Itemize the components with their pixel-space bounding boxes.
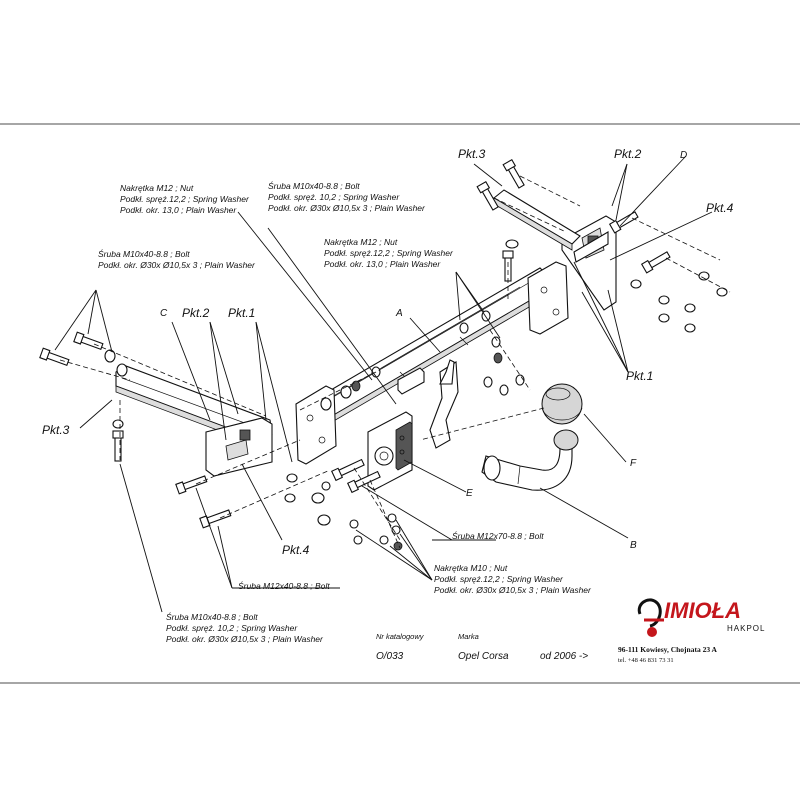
callout-line: Podkł. okr. Ø30x Ø10,5x 3 ; Plain Washer <box>434 585 592 595</box>
pkt3-left-label: Pkt.3 <box>42 423 70 437</box>
pkt4-right-label: Pkt.4 <box>706 201 734 215</box>
pkt1-right-label: Pkt.1 <box>626 369 653 383</box>
crossbar-a <box>295 261 569 465</box>
callout-line: Podkł. spręż.12,2 ; Spring Washer <box>120 194 250 204</box>
callout-line: Podkł. okr. Ø30x Ø10,5x 3 ; Plain Washer <box>268 203 426 213</box>
callout-line: Podkł. okr. 13,0 ; Plain Washer <box>324 259 441 269</box>
spacer-plate-top <box>493 189 581 251</box>
pkt2-right-label: Pkt.2 <box>614 147 642 161</box>
callout-line: Nakrętka M12 ; Nut <box>120 183 194 193</box>
pkt4-left-label: Pkt.4 <box>282 543 310 557</box>
callout-line: Nakrętka M12 ; Nut <box>324 237 398 247</box>
callout-nut-m12-mid: Nakrętka M12 ; Nut Podkł. spręż.12,2 ; S… <box>324 237 454 269</box>
callout-line: Śruba M10x40-8.8 ; Bolt <box>98 248 190 259</box>
drop-bracket <box>429 359 459 449</box>
callout-line: Podkł. spręż. 10,2 ; Spring Washer <box>268 192 400 202</box>
part-labels: A B C D E F <box>160 150 687 551</box>
logo-tel: tel. +48 46 831 73 31 <box>618 657 674 664</box>
catalog-block: Nr katalogowy O/033 Marka Opel Corsa od … <box>376 632 588 662</box>
catalog-year-value: od 2006 -> <box>540 651 588 662</box>
leader-lines <box>54 155 713 613</box>
pkt2-left-label: Pkt.2 <box>182 306 210 320</box>
callout-line: Podkł. spręż.12,2 ; Spring Washer <box>434 574 564 584</box>
callout-line: Śruba M12x70-8.8 ; Bolt <box>452 530 544 541</box>
company-logo: IMIOŁA HAKPOL 96-111 Kowiesy, Chojnata 2… <box>618 598 765 664</box>
pkt3-right-label: Pkt.3 <box>458 147 486 161</box>
callout-line: Podkł. okr. Ø30x Ø10,5x 3 ; Plain Washer <box>166 634 324 644</box>
part-label-e: E <box>466 488 473 499</box>
callout-line: Podkł. okr. Ø30x Ø10,5x 3 ; Plain Washer <box>98 260 256 270</box>
callout-nut-m10-bottom: Nakrętka M10 ; Nut Podkł. spręż.12,2 ; S… <box>434 563 592 595</box>
callout-line: Podkł. spręż.12,2 ; Spring Washer <box>324 248 454 258</box>
socket-plate-e <box>367 411 413 491</box>
catalog-nr-label: Nr katalogowy <box>376 632 425 641</box>
callout-bolt-m10-top: Śruba M10x40-8.8 ; Bolt Podkł. spręż. 10… <box>268 180 426 213</box>
catalog-marka-label: Marka <box>458 632 479 641</box>
callout-bolt-m12x70: Śruba M12x70-8.8 ; Bolt <box>452 530 544 541</box>
callout-bolt-m12x40: Śruba M12x40-8.8 ; Bolt <box>238 580 330 591</box>
assembly-axes <box>59 175 731 549</box>
part-label-f: F <box>630 458 637 469</box>
callout-line: Śruba M12x40-8.8 ; Bolt <box>238 580 330 591</box>
callout-line: Podkł. spręż. 10,2 ; Spring Washer <box>166 623 298 633</box>
part-label-a: A <box>395 308 403 319</box>
catalog-marka-value: Opel Corsa <box>458 651 509 662</box>
part-label-d: D <box>680 150 687 161</box>
ball-neck-b <box>481 429 579 491</box>
callout-bolt-m10-left: Śruba M10x40-8.8 ; Bolt Podkł. okr. Ø30x… <box>98 248 256 270</box>
callout-bolt-m10-bottom: Śruba M10x40-8.8 ; Bolt Podkł. spręż. 10… <box>166 611 324 644</box>
point-labels: Pkt.2 Pkt.1 Pkt.3 Pkt.4 Pkt.3 Pkt.2 Pkt.… <box>42 147 734 557</box>
part-label-b: B <box>630 540 637 551</box>
ball-cover-f <box>541 383 583 425</box>
logo-sub: HAKPOL <box>727 624 765 633</box>
logo-address: 96-111 Kowiesy, Chojnata 23 A <box>618 645 718 654</box>
callout-line: Śruba M10x40-8.8 ; Bolt <box>166 611 258 622</box>
callout-nut-m12-top: Nakrętka M12 ; Nut Podkł. spręż.12,2 ; S… <box>120 183 250 215</box>
logo-brand: IMIOŁA <box>664 598 741 623</box>
catalog-nr-value: O/033 <box>376 651 404 662</box>
callout-line: Podkł. okr. 13,0 ; Plain Washer <box>120 205 237 215</box>
fastener-group <box>39 158 671 529</box>
pkt1-left-label: Pkt.1 <box>228 306 255 320</box>
callout-line: Nakrętka M10 ; Nut <box>434 563 508 573</box>
callout-line: Śruba M10x40-8.8 ; Bolt <box>268 180 360 191</box>
side-bracket-c <box>115 365 273 477</box>
part-label-c: C <box>160 308 168 319</box>
logo-mark <box>637 598 664 637</box>
